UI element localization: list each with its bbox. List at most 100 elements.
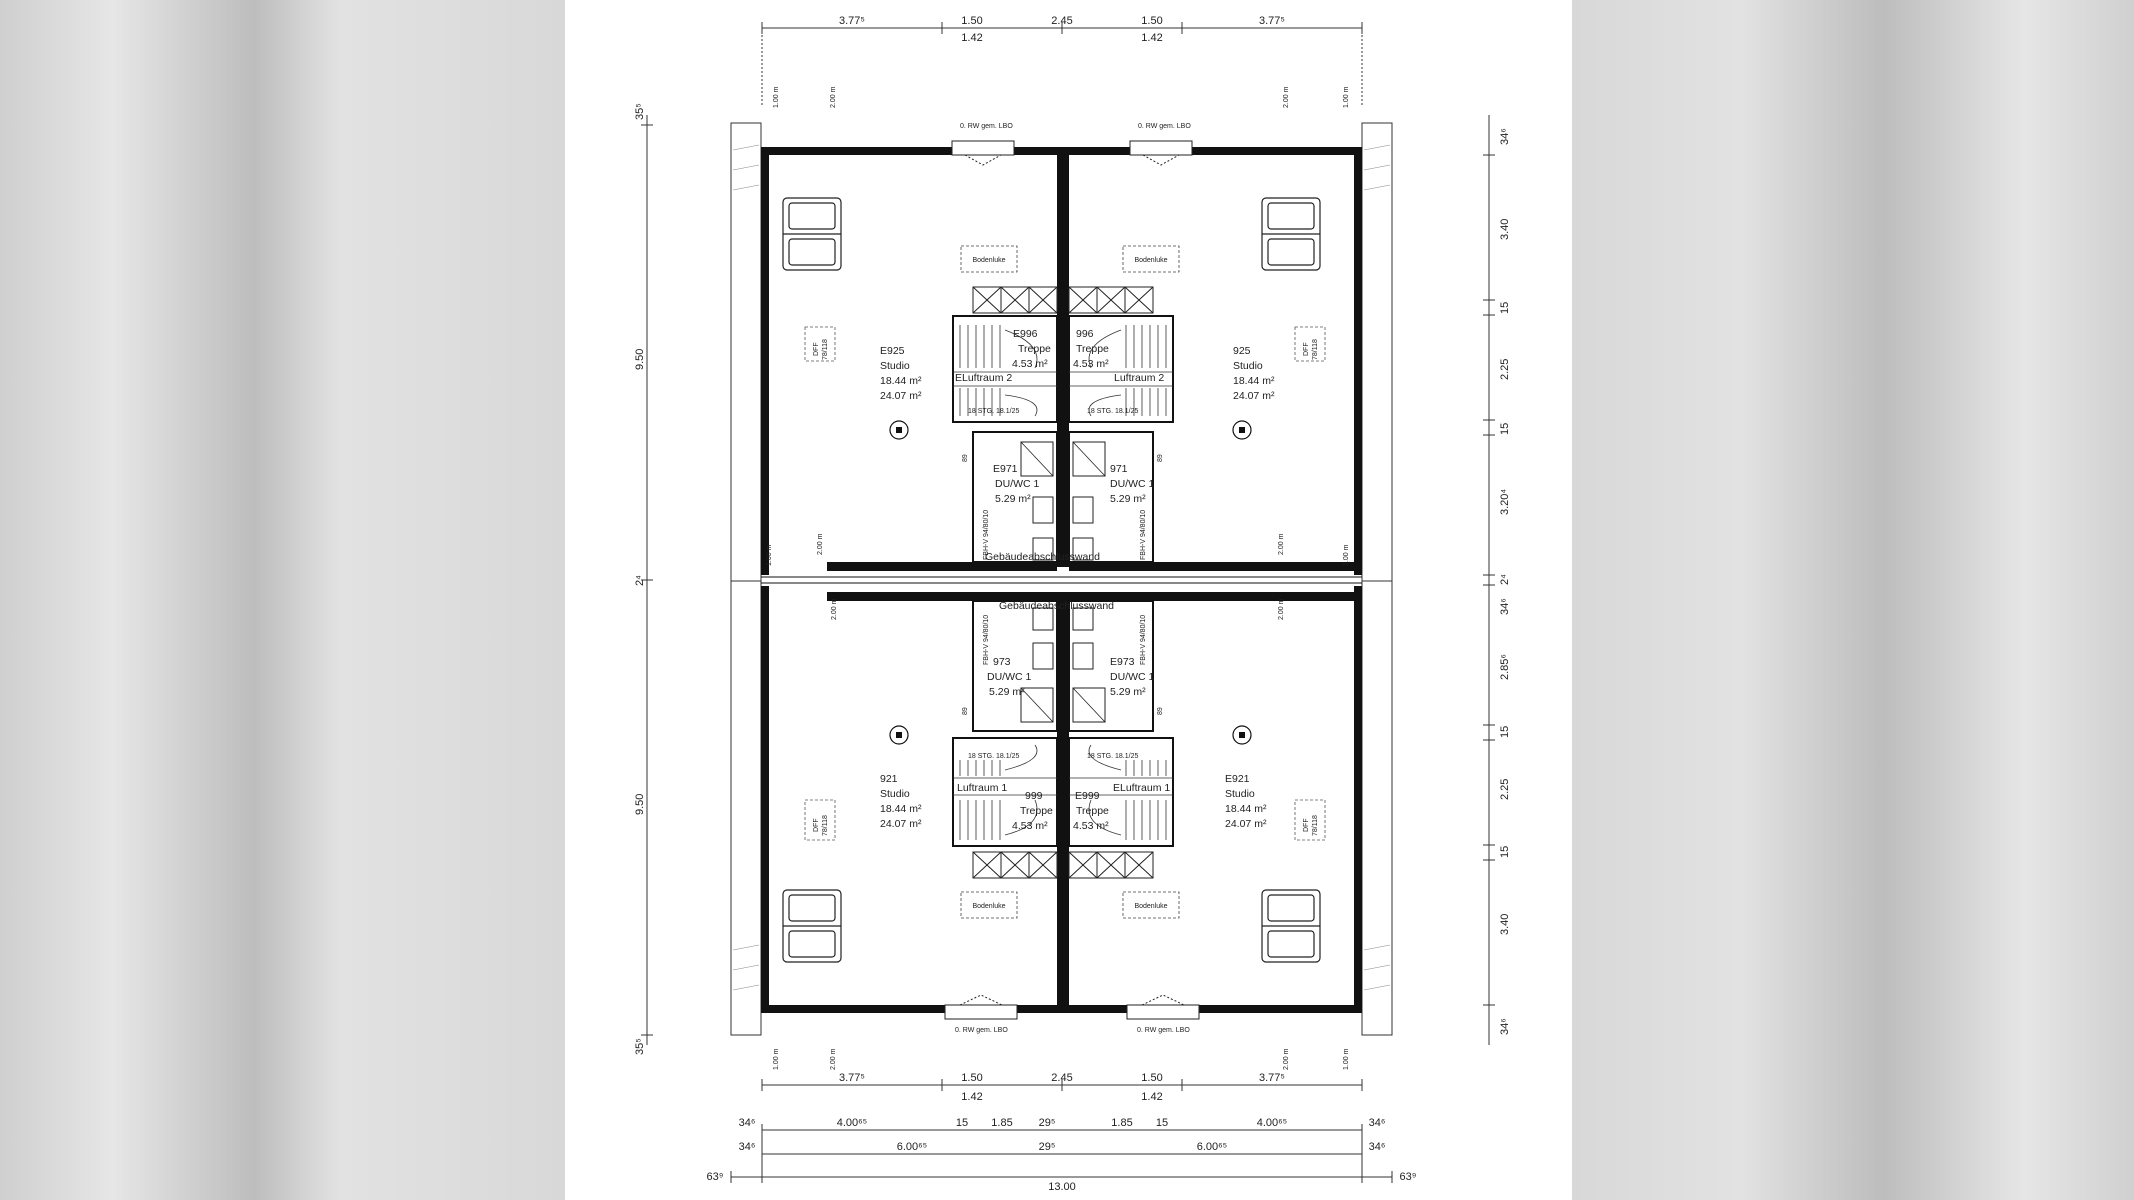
- dim-left-4: 9.50: [634, 794, 646, 815]
- stair-tr: 996 Treppe 4.53 m² Luftraum 2 18 STG. 18…: [1068, 315, 1174, 423]
- door-note-tr: 89: [1157, 454, 1164, 462]
- sill-top-4: 1.00 m: [1343, 86, 1350, 108]
- b1-2: 15: [956, 1117, 968, 1129]
- party-wall-label-top: Gebäudeabschlusswand: [985, 551, 1100, 563]
- hatch-label-tl: Bodenluke: [972, 257, 1005, 264]
- b1-1: 4.00⁶⁵: [837, 1117, 868, 1129]
- sill-bottom-1: 1.00 m: [773, 1048, 780, 1070]
- sill-mid-5: 2.00 m: [1278, 598, 1285, 620]
- stair-tl: E996 Treppe 4.53 m² ELuftraum 2 18 STG. …: [952, 315, 1058, 423]
- room-id: 921: [880, 773, 898, 785]
- hatch-tr: [1122, 245, 1180, 273]
- dim-bottom-7: 1.42: [1141, 1091, 1162, 1103]
- stair-void: Luftraum 2: [1114, 372, 1164, 384]
- bath-id: E971: [993, 463, 1018, 475]
- room-id: E925: [880, 345, 905, 357]
- bath-fbh: FBH-V 94/80/10: [1140, 510, 1147, 560]
- dim-left-2: 9.50: [634, 349, 646, 370]
- b1-8: 34⁶: [1369, 1117, 1386, 1129]
- dim-chain-b1: 34⁶ 4.00⁶⁵ 15 1.85 29⁵ 1.85 15 4.00⁶⁵ 34…: [739, 1117, 1386, 1129]
- top-dimensions: [761, 22, 1363, 105]
- b3-0: 63⁹: [707, 1171, 724, 1183]
- dim-right-7: 2⁴: [1499, 574, 1511, 585]
- dim-left-3: 2⁴: [634, 575, 646, 586]
- room-name: Studio: [880, 788, 910, 800]
- eaves: [730, 122, 1393, 1036]
- sill-mid-4: 2.00 m: [1278, 533, 1285, 555]
- dff-label-br: DFF: [1303, 818, 1310, 832]
- hatch-bl: [960, 891, 1018, 919]
- dff-size-tl: 78/118: [822, 339, 829, 360]
- dim-bottom-4: 1.50: [1141, 1072, 1162, 1084]
- dim-chain-b3: 63⁹ 13.00 63⁹: [707, 1171, 1417, 1193]
- dff-size-bl: 78/118: [822, 815, 829, 836]
- stair-name: Treppe: [1020, 805, 1053, 817]
- bath-name: DU/WC 1: [1110, 671, 1154, 683]
- sill-mid-6: 1.00 m: [1343, 544, 1350, 566]
- stair-area: 4.53 m²: [1012, 820, 1048, 832]
- stair-void: Luftraum 1: [957, 782, 1007, 794]
- right-dimensions: [1483, 115, 1495, 1045]
- dim-right-6: 3.20⁴: [1499, 489, 1511, 515]
- window-bottom-right: [1126, 994, 1200, 1020]
- dim-left-1: 35⁵: [634, 103, 646, 120]
- bath-tl: E971 DU/WC 1 5.29 m² FBH-V 94/80/10 89: [962, 431, 1058, 563]
- stair-id: 996: [1076, 328, 1094, 340]
- dim-bottom-2: 1.50: [961, 1072, 982, 1084]
- dim-top-2: 1.50: [961, 15, 982, 27]
- b1-4: 29⁵: [1039, 1117, 1056, 1129]
- dim-right-14: 34⁶: [1499, 1018, 1511, 1035]
- blurred-background-left: [0, 0, 565, 1200]
- bath-fbh: FBH-V 94/80/10: [983, 615, 990, 665]
- railing-boxes: [972, 286, 1154, 879]
- dim-bottom-6: 1.42: [961, 1091, 982, 1103]
- stair-name: Treppe: [1076, 343, 1109, 355]
- dim-top-1: 3.77⁵: [839, 15, 865, 27]
- dff-marker-tr: [1294, 326, 1326, 362]
- b1-0: 34⁶: [739, 1117, 756, 1129]
- room-label-tl: E925 Studio 18.44 m² 24.07 m²: [880, 345, 922, 402]
- b3-1: 13.00: [1048, 1181, 1076, 1193]
- bath-area: 5.29 m²: [1110, 493, 1146, 505]
- stair-name: Treppe: [1018, 343, 1051, 355]
- window-note-tr: 0. RW gem. LBO: [1138, 123, 1191, 130]
- sill-top-1: 1.00 m: [773, 86, 780, 108]
- dim-right-8: 34⁶: [1499, 598, 1511, 615]
- dff-label-bl: DFF: [813, 818, 820, 832]
- stair-name: Treppe: [1076, 805, 1109, 817]
- dff-size-br: 78/118: [1312, 815, 1319, 836]
- window-bottom-left: [944, 994, 1018, 1020]
- b1-5: 1.85: [1111, 1117, 1132, 1129]
- b2-1: 6.00⁶⁵: [897, 1141, 928, 1153]
- bath-id: E973: [1110, 656, 1135, 668]
- hatch-br: [1122, 891, 1180, 919]
- stair-steps: 18 STG. 18.1/25: [1087, 408, 1138, 415]
- b1-3: 1.85: [991, 1117, 1012, 1129]
- floor-plan-drawing: 3.77⁵ 1.50 2.45 1.50 3.77⁵ 1.42 1.42 1.0…: [634, 15, 1511, 1193]
- sill-bottom-2: 2.00 m: [830, 1048, 837, 1070]
- bottom-dimension-lines: [730, 1079, 1393, 1183]
- stair-br: 18 STG. 18.1/25 ELuftraum 1 E999 Treppe …: [1068, 737, 1174, 847]
- stair-void: ELuftraum 2: [955, 372, 1012, 384]
- room-label-bl: 921 Studio 18.44 m² 24.07 m²: [880, 773, 922, 830]
- stair-bl: 18 STG. 18.1/25 Luftraum 1 999 Treppe 4.…: [952, 737, 1058, 847]
- b2-3: 6.00⁶⁵: [1197, 1141, 1228, 1153]
- stair-steps: 18 STG. 18.1/25: [1087, 753, 1138, 760]
- room-name: Studio: [1225, 788, 1255, 800]
- b3-2: 63⁹: [1400, 1171, 1417, 1183]
- dim-bottom-1: 3.77⁵: [839, 1072, 865, 1084]
- hatch-label-tr: Bodenluke: [1134, 257, 1167, 264]
- window-note-br: 0. RW gem. LBO: [1137, 1027, 1190, 1034]
- dim-right-13: 3.40: [1499, 914, 1511, 935]
- dim-bottom-3: 2.45: [1051, 1072, 1072, 1084]
- b2-2: 29⁵: [1039, 1141, 1056, 1153]
- window-top-right: [1129, 140, 1193, 166]
- hatch-label-br: Bodenluke: [1134, 903, 1167, 910]
- sill-bottom-4: 1.00 m: [1343, 1048, 1350, 1070]
- bath-bl: 973 DU/WC 1 5.29 m² FBH-V 94/80/10 89: [962, 600, 1058, 732]
- bath-fbh: FBH-V 94/80/10: [983, 510, 990, 560]
- dim-right-5: 15: [1499, 423, 1511, 435]
- dim-chain-b2: 34⁶ 6.00⁶⁵ 29⁵ 6.00⁶⁵ 34⁶: [739, 1141, 1386, 1153]
- skylight-tr: [1261, 197, 1321, 271]
- room-name: Studio: [880, 360, 910, 372]
